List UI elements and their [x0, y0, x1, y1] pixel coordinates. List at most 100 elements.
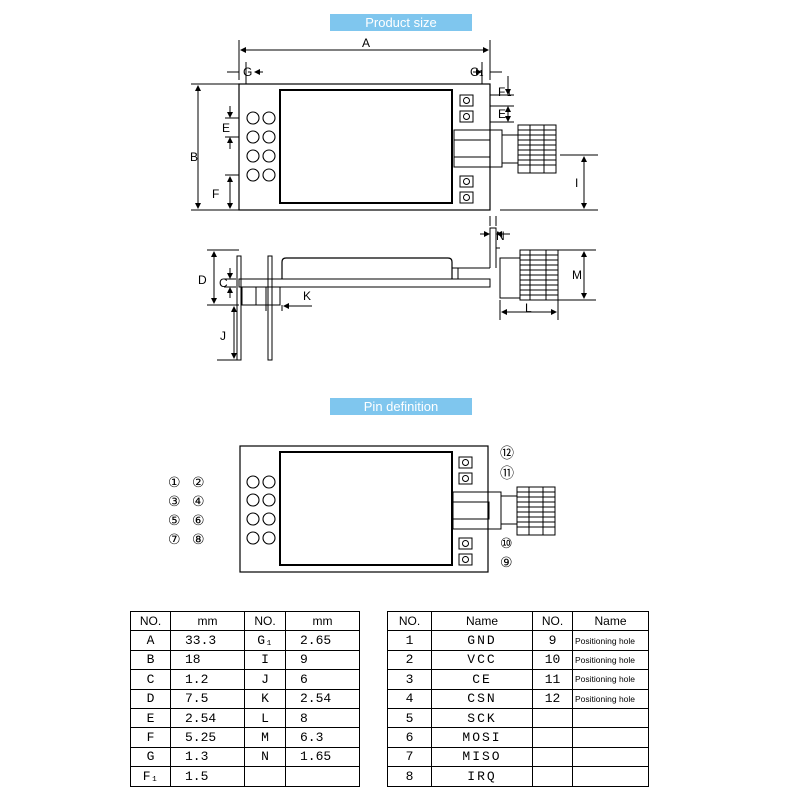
positioning-pads [459, 94, 474, 204]
table-cell [572, 746, 649, 768]
table-cell: K [244, 688, 286, 709]
table-cell: 2 [387, 649, 432, 671]
table-cell: I [244, 649, 286, 671]
dim-label-l: L [525, 301, 532, 315]
pin-marker-9: ⑨ [500, 555, 513, 571]
dim-label-e: E [222, 121, 230, 135]
pin-marker-7: ⑦ [168, 532, 181, 548]
header-cell: mm [170, 610, 245, 632]
table-cell: 1.5 [170, 766, 245, 787]
pin-definition-banner: Pin definition [330, 398, 472, 415]
dim-label-f1: F [498, 85, 505, 99]
table-cell: 1.2 [170, 669, 245, 690]
table-cell: 7 [387, 746, 432, 768]
pin-marker-1: ① [168, 475, 181, 491]
table-cell: 12 [532, 688, 573, 709]
pin-marker-2: ② [192, 475, 205, 491]
table-cell: M [244, 727, 286, 748]
dimension-table-header: NO. mm NO. mm [130, 610, 360, 632]
dim-label-f1-sub: 1 [507, 89, 512, 98]
side-view [207, 216, 596, 361]
dim-label-k: K [303, 289, 311, 303]
table-cell: F [130, 727, 171, 748]
table-cell: 6 [285, 669, 360, 690]
dim-label-d: D [198, 273, 207, 287]
dim-label-g1-sub: 1 [479, 69, 484, 78]
table-cell [244, 766, 286, 787]
table-cell [572, 727, 649, 748]
table-cell: Positioning hole [572, 669, 649, 690]
pin-marker-6: ⑥ [192, 513, 205, 529]
table-cell: 10 [532, 649, 573, 671]
dim-label-f: F [212, 187, 219, 201]
table-cell: 1.65 [285, 746, 360, 768]
table-cell: G [130, 746, 171, 768]
pin-marker-3: ③ [168, 494, 181, 510]
table-cell [532, 766, 573, 787]
pin-marker-10: ⑩ [500, 536, 513, 552]
table-cell: MISO [431, 746, 533, 768]
header-cell: NO. [244, 610, 286, 632]
header-cell: Name [572, 610, 649, 632]
table-cell: 5 [387, 707, 432, 729]
dim-label-c: C [219, 276, 228, 290]
table-cell: GND [431, 630, 533, 651]
table-cell: MOSI [431, 727, 533, 748]
product-size-banner: Product size [330, 14, 472, 31]
pin-marker-4: ④ [192, 494, 205, 510]
table-cell: J [244, 669, 286, 690]
table-cell: E [130, 707, 171, 729]
pin-marker-5: ⑤ [168, 513, 181, 529]
dim-label-a: A [362, 36, 370, 50]
table-cell [532, 707, 573, 729]
pin-marker-11: ⑪ [500, 466, 514, 482]
dim-label-m: M [572, 268, 582, 282]
table-cell: G₁ [244, 630, 286, 651]
top-view [191, 40, 598, 211]
table-cell: 6.3 [285, 727, 360, 748]
header-cell: mm [285, 610, 360, 632]
sma-connector [453, 124, 557, 174]
table-cell: CSN [431, 688, 533, 709]
table-cell: 9 [532, 630, 573, 651]
dim-label-b: B [190, 150, 198, 164]
table-cell: IRQ [431, 766, 533, 787]
header-cell: NO. [387, 610, 432, 632]
module-drawing [191, 40, 598, 573]
table-cell: N [244, 746, 286, 768]
table-cell: 1 [387, 630, 432, 651]
drawing-labels: A G G 1 F 1 E B E F I D C J K N M L ① ② … [168, 36, 582, 571]
table-cell: 2.54 [170, 707, 245, 729]
table-cell: 1.3 [170, 746, 245, 768]
table-cell: Positioning hole [572, 630, 649, 651]
table-cell: VCC [431, 649, 533, 671]
dim-label-g: G [243, 65, 252, 79]
dim-label-e-right: E [498, 107, 506, 121]
table-cell: 2.65 [285, 630, 360, 651]
table-cell: A [130, 630, 171, 651]
table-cell: 11 [532, 669, 573, 690]
table-cell [572, 766, 649, 787]
table-cell: 8 [387, 766, 432, 787]
table-cell: 33.3 [170, 630, 245, 651]
table-cell: 7.5 [170, 688, 245, 709]
pin-view [239, 445, 556, 573]
dim-label-g1: G [470, 65, 479, 79]
table-cell: CE [431, 669, 533, 690]
module-shield [279, 89, 453, 204]
dim-label-i: I [575, 176, 578, 190]
